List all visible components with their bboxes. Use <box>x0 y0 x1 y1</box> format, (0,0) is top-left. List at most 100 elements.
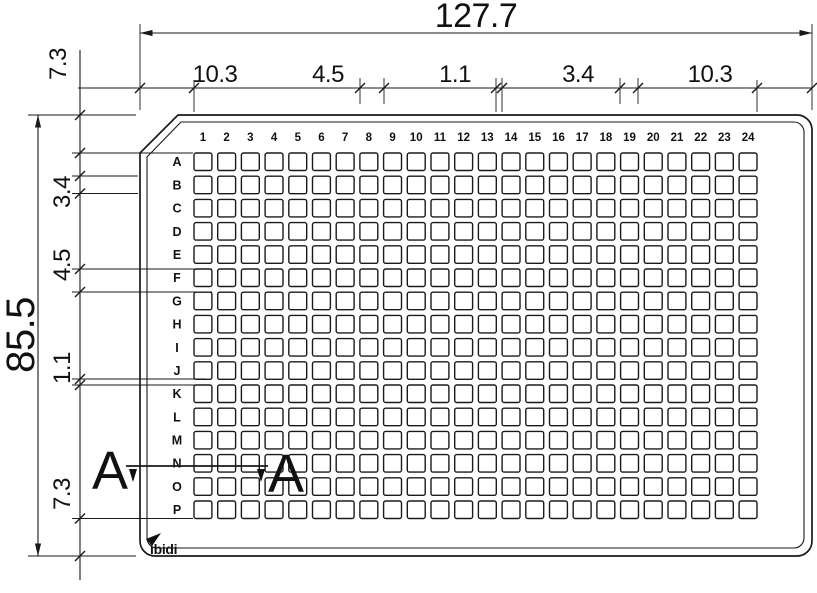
well-K21 <box>667 384 687 404</box>
well-H13 <box>477 314 497 334</box>
well-G1 <box>193 291 213 311</box>
well-K5 <box>288 384 308 404</box>
well-B2 <box>216 175 237 195</box>
well-J9 <box>382 361 403 380</box>
column-label-4: 4 <box>271 132 278 144</box>
well-N8 <box>359 453 379 473</box>
well-G19 <box>619 291 640 311</box>
well-F5 <box>288 268 308 288</box>
well-P8 <box>359 500 379 520</box>
well-O18 <box>596 477 616 496</box>
column-label-13: 13 <box>481 132 494 144</box>
well-I11 <box>430 337 450 357</box>
well-H8 <box>359 314 379 334</box>
well-E10 <box>406 245 426 265</box>
well-A15 <box>525 152 545 172</box>
dim-label-well-pitch-x: 4.5 <box>312 61 344 88</box>
column-label-14: 14 <box>505 132 518 144</box>
well-B9 <box>382 175 403 195</box>
well-I6 <box>311 337 332 357</box>
well-N13 <box>477 453 497 473</box>
well-K9 <box>382 384 403 404</box>
well-L15 <box>525 407 545 427</box>
row-label-D: D <box>172 225 181 239</box>
column-label-7: 7 <box>342 132 348 144</box>
well-D19 <box>619 221 640 241</box>
well-M20 <box>643 430 663 450</box>
column-label-24: 24 <box>742 132 755 144</box>
well-L1 <box>193 407 213 427</box>
well-F18 <box>596 268 616 288</box>
well-G12 <box>454 291 474 311</box>
well-M15 <box>525 430 545 450</box>
well-O17 <box>572 477 592 496</box>
well-E6 <box>311 245 332 265</box>
well-A9 <box>382 152 403 172</box>
well-H14 <box>501 314 521 334</box>
well-M11 <box>430 430 450 450</box>
well-K23 <box>714 384 735 404</box>
well-A19 <box>619 152 640 172</box>
well-L7 <box>335 407 355 427</box>
well-H16 <box>548 314 569 334</box>
well-H18 <box>596 314 616 334</box>
well-F7 <box>335 268 355 288</box>
well-I22 <box>691 337 711 357</box>
well-H6 <box>311 314 332 334</box>
well-N6 <box>311 453 332 473</box>
well-N11 <box>430 453 450 473</box>
well-B19 <box>619 175 640 195</box>
well-B22 <box>691 175 711 195</box>
well-O3 <box>240 477 260 496</box>
well-A18 <box>596 152 616 172</box>
well-M22 <box>691 430 711 450</box>
dim-label-well-gap-x: 1.1 <box>439 61 471 88</box>
well-O13 <box>477 477 497 496</box>
column-label-21: 21 <box>671 132 684 144</box>
well-D13 <box>477 221 497 241</box>
row-label-E: E <box>173 248 181 262</box>
well-I18 <box>596 337 616 357</box>
section-arrow-right <box>257 469 265 482</box>
well-J7 <box>335 361 355 380</box>
well-M23 <box>714 430 735 450</box>
well-L8 <box>359 407 379 427</box>
well-I20 <box>643 337 663 357</box>
well-K2 <box>216 384 237 404</box>
well-N3 <box>240 453 260 473</box>
well-M19 <box>619 430 640 450</box>
well-B14 <box>501 175 521 195</box>
well-F20 <box>643 268 663 288</box>
well-K8 <box>359 384 379 404</box>
row-label-K: K <box>172 387 181 401</box>
column-label-23: 23 <box>718 132 731 144</box>
well-J20 <box>643 361 663 380</box>
well-G8 <box>359 291 379 311</box>
well-D23 <box>714 221 735 241</box>
well-D7 <box>335 221 355 241</box>
well-L21 <box>667 407 687 427</box>
well-B18 <box>596 175 616 195</box>
well-P14 <box>501 500 521 520</box>
well-N21 <box>667 453 687 473</box>
well-E16 <box>548 245 569 265</box>
well-I2 <box>216 337 237 357</box>
well-O23 <box>714 477 735 496</box>
well-A3 <box>240 152 260 172</box>
well-E13 <box>477 245 497 265</box>
well-C1 <box>193 198 213 218</box>
well-F17 <box>572 268 592 288</box>
well-O10 <box>406 477 426 496</box>
well-L22 <box>691 407 711 427</box>
row-label-I: I <box>175 341 178 355</box>
well-C14 <box>501 198 521 218</box>
dim-tick <box>74 513 86 524</box>
well-L13 <box>477 407 497 427</box>
well-C15 <box>525 198 545 218</box>
well-G6 <box>311 291 332 311</box>
well-N9 <box>382 453 403 473</box>
well-I23 <box>714 337 735 357</box>
well-D20 <box>643 221 663 241</box>
